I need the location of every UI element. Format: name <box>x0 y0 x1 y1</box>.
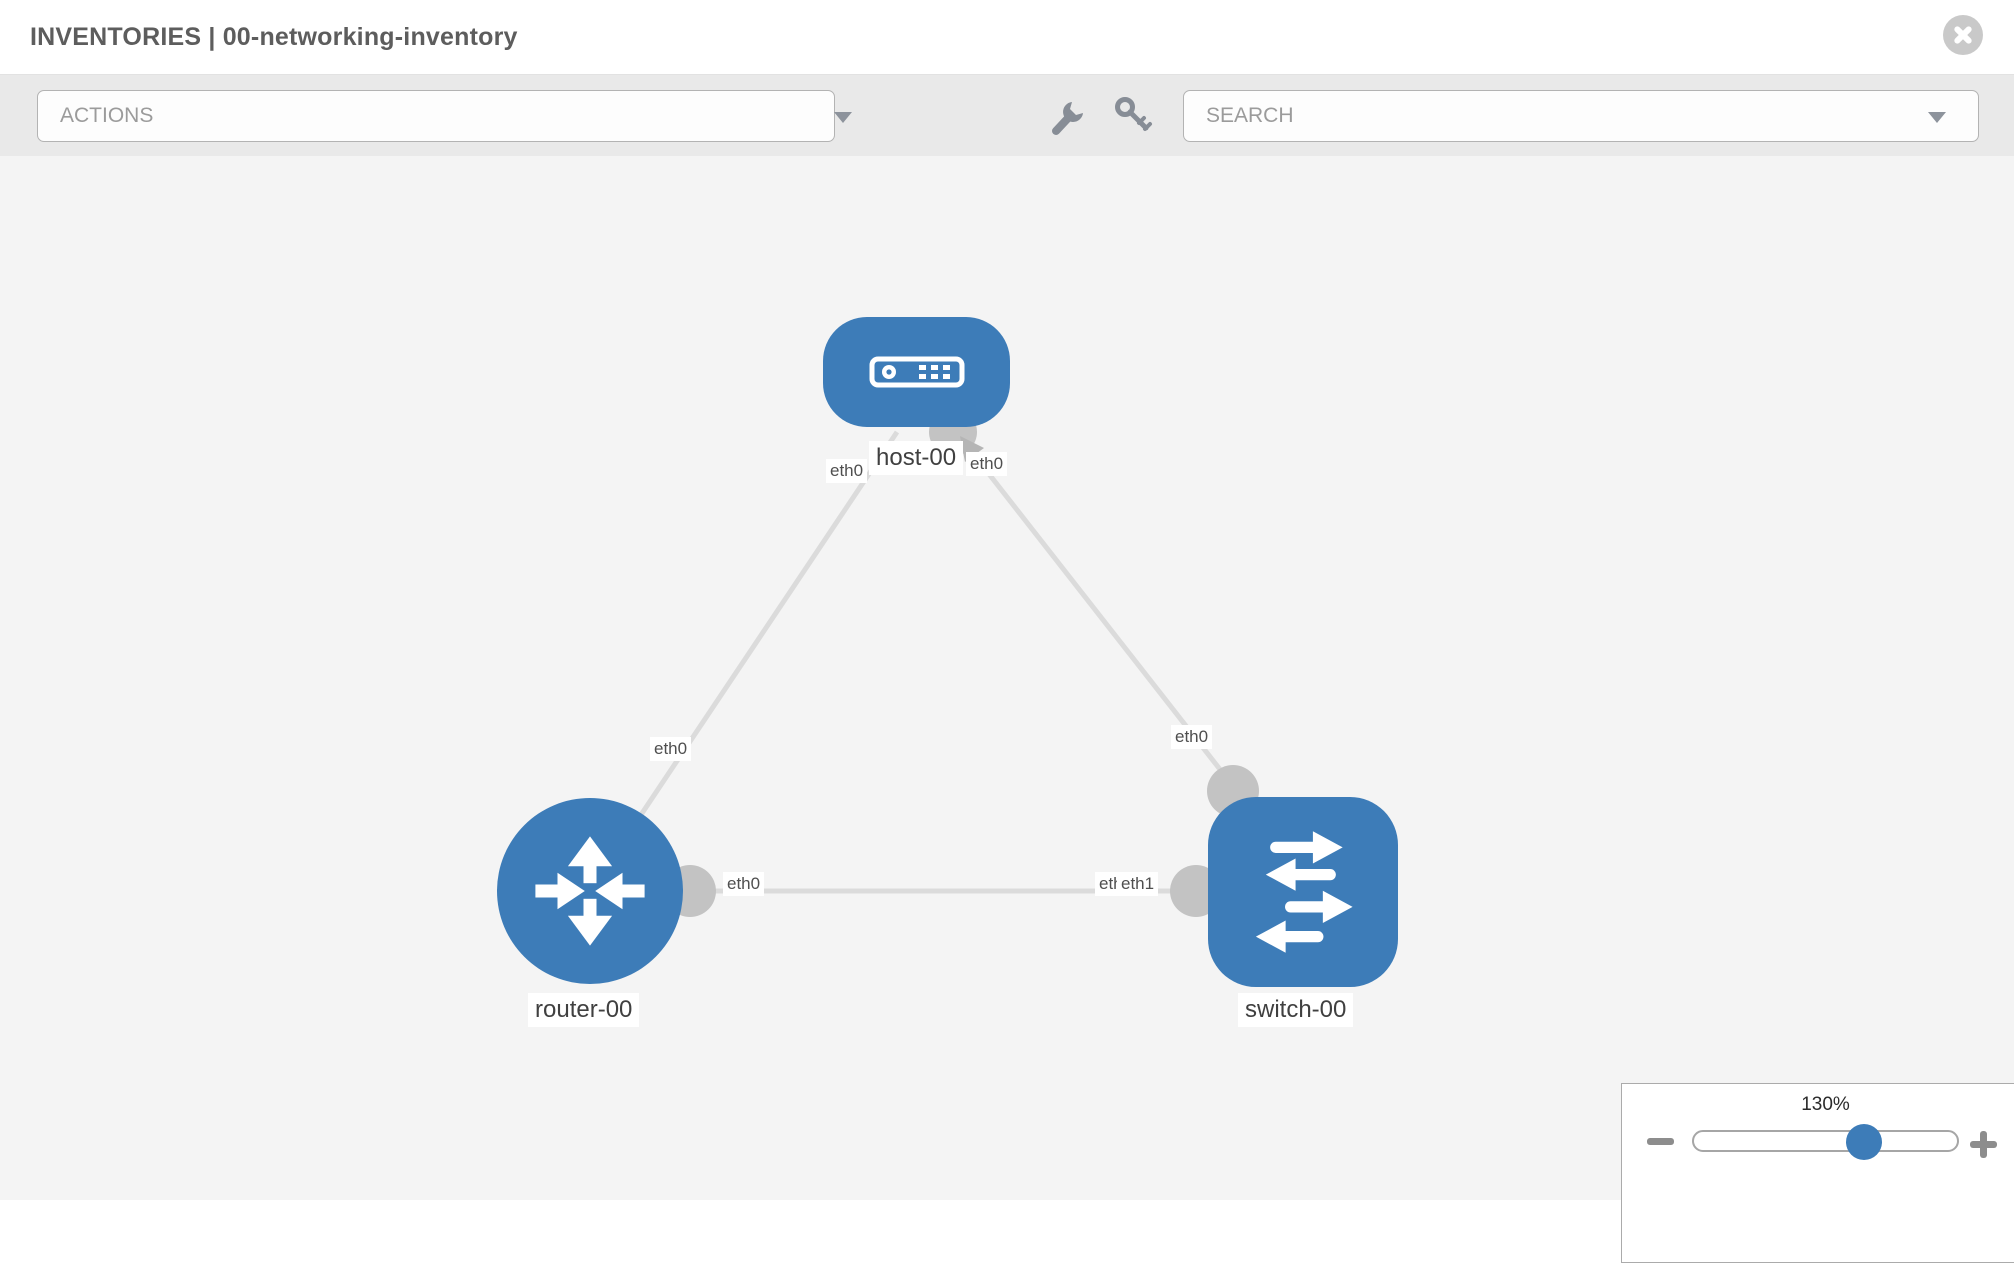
search-dropdown[interactable]: SEARCH <box>1183 90 1979 142</box>
close-button[interactable] <box>1943 15 1983 55</box>
iface-label: eth0 <box>826 459 868 483</box>
page-title: INVENTORIES | 00-networking-inventory <box>30 22 518 51</box>
node-router-00[interactable] <box>497 798 683 984</box>
iface-label: eth0 <box>966 452 1008 476</box>
zoom-level-value: 130% <box>1801 1094 1850 1115</box>
actions-dropdown[interactable]: ACTIONS <box>37 90 852 142</box>
server-icon <box>869 356 964 388</box>
node-label-host: host-00 <box>869 441 964 475</box>
node-switch-00[interactable] <box>1208 797 1398 987</box>
iface-label: eth0 <box>1171 725 1213 749</box>
actions-dropdown-label: ACTIONS <box>60 104 154 127</box>
node-host-00[interactable] <box>823 317 1010 427</box>
iface-label: eth0 <box>723 872 765 896</box>
router-icon <box>535 836 645 946</box>
zoom-slider-track[interactable] <box>1692 1130 1959 1152</box>
iface-label: eth1 <box>1117 872 1159 896</box>
chevron-down-icon <box>834 112 852 123</box>
header-bar: INVENTORIES | 00-networking-inventory <box>0 0 2014 75</box>
key-icon[interactable] <box>1112 95 1156 137</box>
node-label-router: router-00 <box>528 993 640 1027</box>
search-dropdown-label: SEARCH <box>1206 104 1294 127</box>
chevron-down-icon <box>1928 112 1946 123</box>
iface-label: eth0 <box>650 737 692 761</box>
zoom-out-button[interactable] <box>1647 1138 1674 1145</box>
wrench-icon[interactable] <box>1046 95 1090 137</box>
zoom-slider-knob[interactable] <box>1846 1124 1882 1160</box>
links-layer <box>587 408 1300 917</box>
zoom-in-button[interactable] <box>1970 1131 1997 1158</box>
toolbar: ACTIONS SEARCH <box>0 75 2014 157</box>
switch-icon <box>1255 831 1353 953</box>
node-label-switch: switch-00 <box>1238 993 1354 1027</box>
topology-canvas[interactable]: eth0 eth0 eth0 eth0 eth0 eth0 eth1 host-… <box>0 156 2014 1200</box>
zoom-panel: 130% <box>1621 1083 2014 1263</box>
